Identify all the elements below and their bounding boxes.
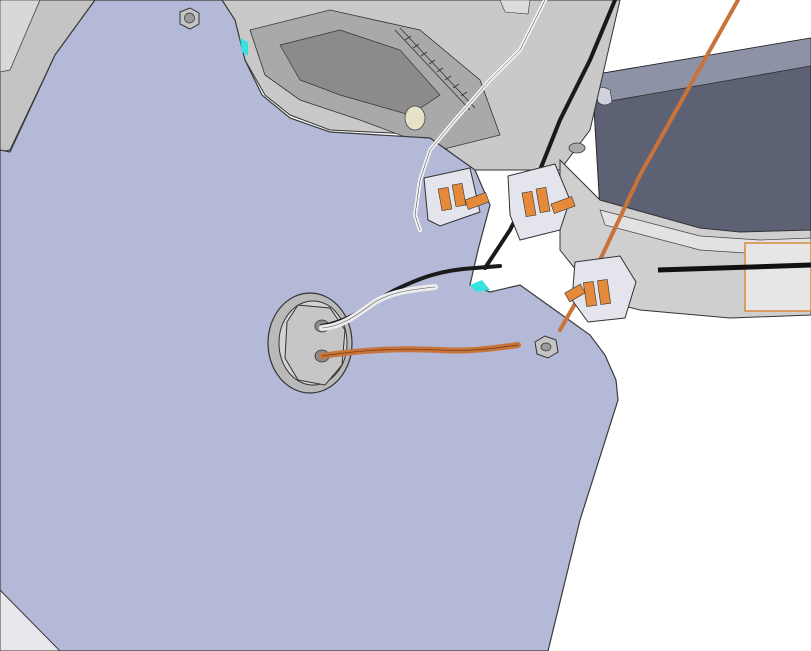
connector-icon xyxy=(564,255,637,323)
gear-rack xyxy=(394,27,476,111)
connector-icon xyxy=(507,163,576,241)
nut-icon xyxy=(534,335,559,359)
highlight-marks xyxy=(240,38,490,292)
panel-lower-corner xyxy=(0,589,61,651)
orange-outline-plate xyxy=(744,242,811,312)
nut-icon xyxy=(179,7,200,30)
grommet-icon xyxy=(267,292,353,394)
wire-icon xyxy=(319,0,740,359)
connector-icon xyxy=(423,167,490,227)
black-rod xyxy=(657,262,811,273)
